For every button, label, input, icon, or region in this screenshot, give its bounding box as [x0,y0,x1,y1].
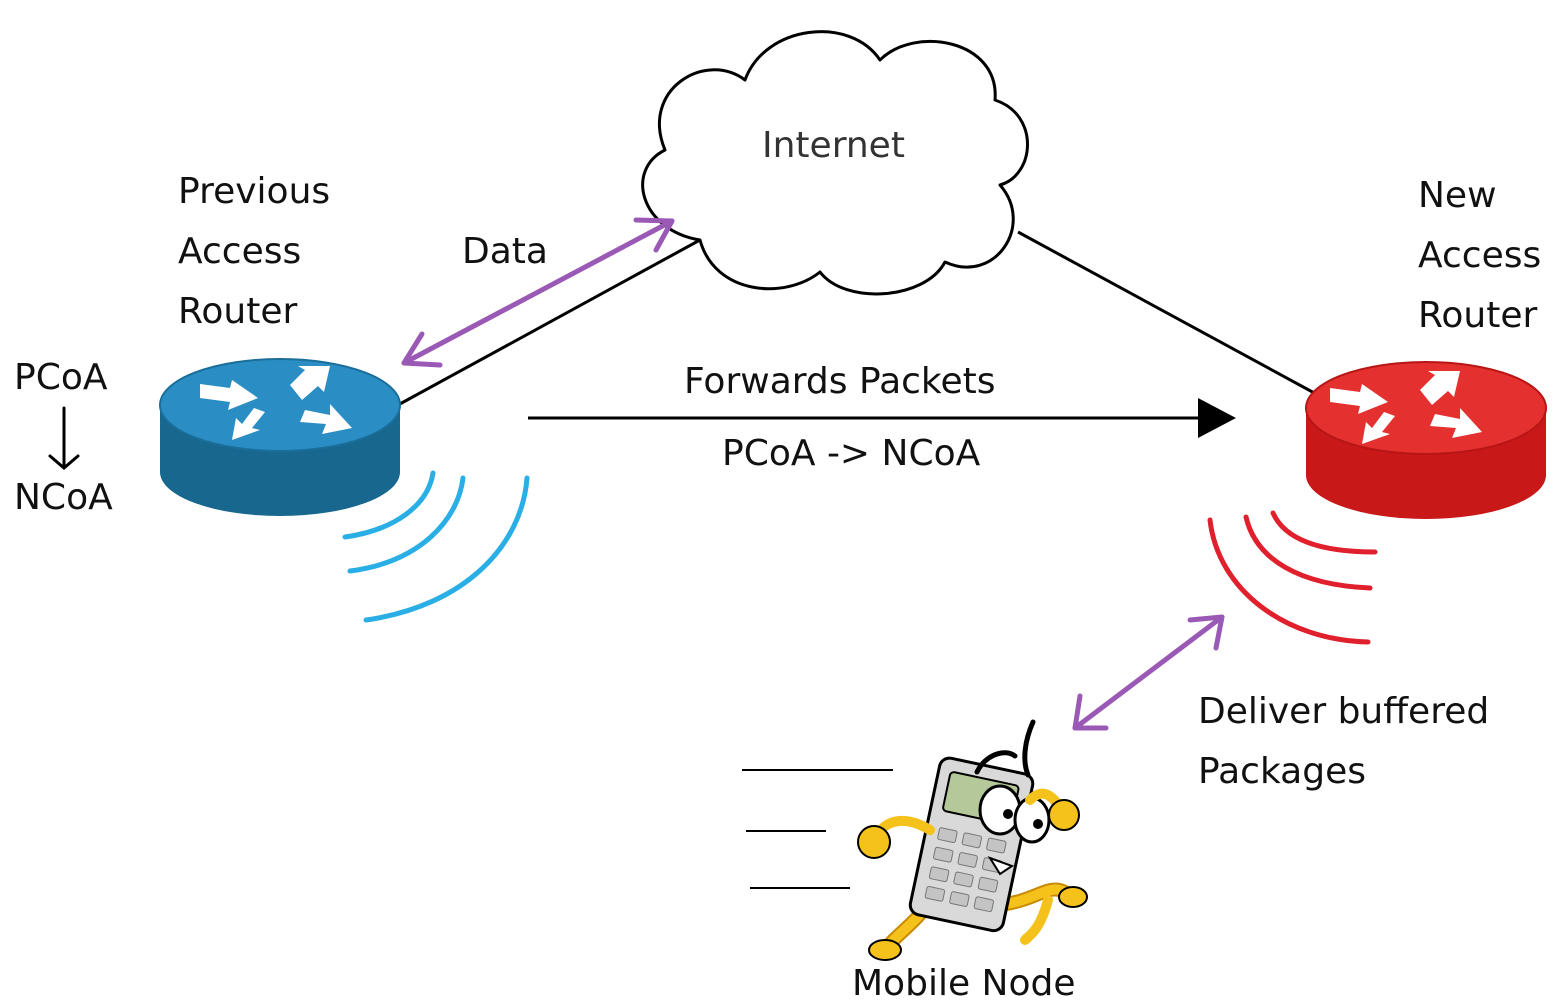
previous-router-label-line-1: Previous [178,171,331,212]
data-label: Data [462,231,548,272]
new-router-label-line-1: New [1418,175,1497,216]
address-change-arrow [48,406,80,470]
forward-address-label: PCoA -> NCoA [722,433,981,474]
previous-router-internet-link [397,238,701,407]
previous-router-label-line-3: Router [178,291,298,332]
new-router-internet-link [1017,230,1319,397]
mobile-node-icon [857,719,1088,961]
ncoa-label: NCoA [14,477,113,518]
new-router-label: New Access Router [1418,166,1541,346]
new-router-label-line-3: Router [1418,295,1538,336]
new-router-wireless-icon [1207,510,1378,645]
mobile-node-label: Mobile Node [852,963,1076,1004]
speed-lines [742,769,893,889]
previous-router-label: Previous Access Router [178,162,330,342]
deliver-label-line-1: Deliver buffered [1198,691,1490,732]
forward-packets-label: Forwards Packets [684,361,996,402]
internet-cloud-icon [641,30,1029,296]
pcoa-label: PCoA [14,357,108,398]
previous-router-label-line-2: Access [178,231,302,272]
previous-router-wireless-icon [342,470,530,623]
new-router-icon [1305,361,1547,519]
forward-packets-arrow [528,398,1236,438]
deliver-double-arrow [1072,614,1225,731]
previous-router-icon [159,358,401,516]
deliver-label-line-2: Packages [1198,751,1366,792]
data-double-arrow [401,217,675,368]
new-router-label-line-2: Access [1418,235,1542,276]
internet-label: Internet [762,125,905,166]
deliver-label: Deliver buffered Packages [1198,682,1489,802]
